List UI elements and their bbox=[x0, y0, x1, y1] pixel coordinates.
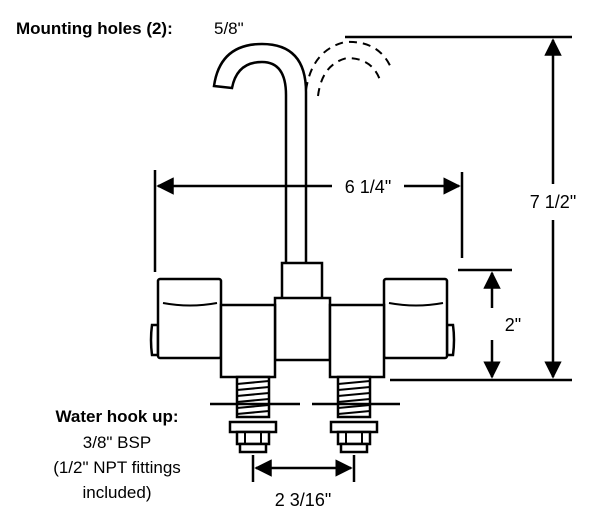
center-spacing-dimension bbox=[251, 455, 356, 482]
left-supply-shank bbox=[210, 375, 300, 454]
left-valve bbox=[149, 277, 277, 379]
width-label: 6 1/4" bbox=[345, 177, 391, 197]
right-valve bbox=[328, 277, 456, 379]
water-hookup-line2: (1/2" NPT fittings bbox=[53, 458, 181, 477]
spout bbox=[212, 42, 308, 267]
base-height-dimension bbox=[458, 268, 512, 379]
right-supply-shank bbox=[312, 375, 400, 454]
width-dimension bbox=[153, 170, 464, 272]
faucet-center-body bbox=[273, 296, 332, 362]
water-hookup-title: Water hook up: bbox=[55, 407, 178, 426]
spout-swivel-outline bbox=[305, 40, 393, 97]
height-label: 7 1/2" bbox=[530, 192, 576, 212]
mounting-holes-label: Mounting holes (2): bbox=[16, 19, 173, 38]
water-hookup-line3: included) bbox=[83, 483, 152, 502]
mounting-holes-value: 5/8" bbox=[214, 19, 244, 38]
water-hookup-line1: 3/8" BSP bbox=[83, 433, 151, 452]
center-spacing-label: 2 3/16" bbox=[275, 490, 331, 510]
base-height-label: 2" bbox=[505, 315, 521, 335]
height-dimension bbox=[345, 35, 572, 382]
